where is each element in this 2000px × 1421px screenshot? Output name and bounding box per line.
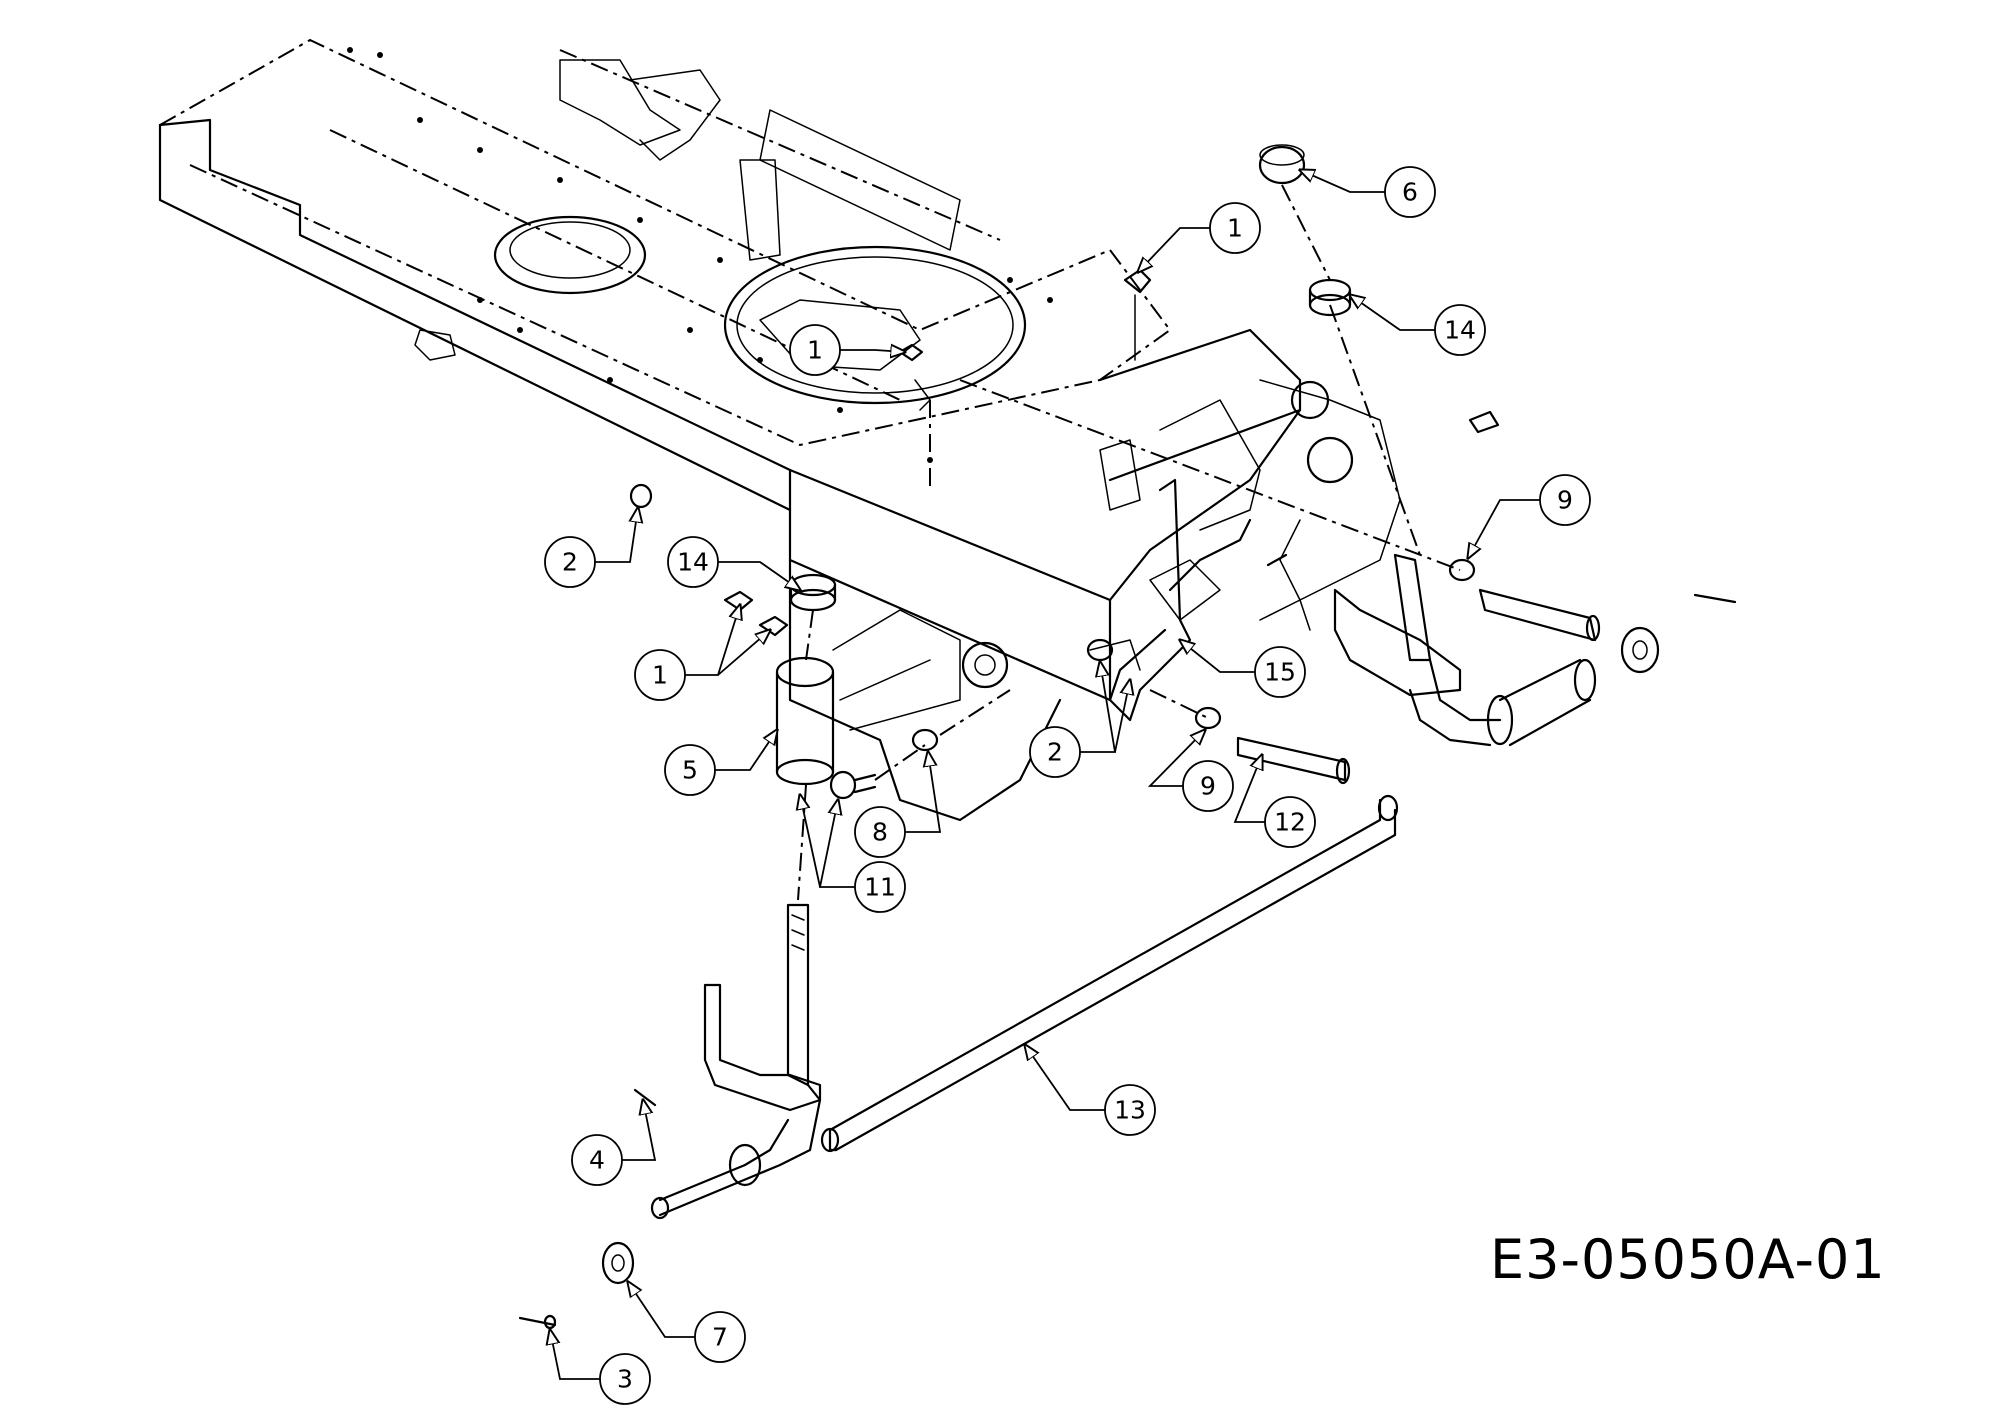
callout-9-lower-bubble [1182,760,1234,812]
callout-11-label: 11 [864,873,896,902]
hardware [518,144,1737,1330]
callout-13-label: 13 [1114,1096,1146,1125]
callout-14-right-bubble [1434,304,1486,356]
callout-7-label: 7 [712,1323,728,1352]
callout-8-bubble [854,806,906,858]
drawing-number: E3-05050A-01 [1490,1228,1886,1291]
callout-2-left-label: 2 [562,548,578,577]
callout-5-label: 5 [682,756,698,785]
callout-2-lower-label: 2 [1047,738,1063,767]
assembly-lines [797,184,1461,901]
callout-1-top-bubble [1209,202,1261,254]
callout-14-left-bubble [667,536,719,588]
callout-4-bubble [571,1134,623,1186]
steering-column [775,609,961,786]
callout-12-bubble [1264,796,1316,848]
callout-14-right-label: 14 [1444,316,1476,345]
drag-link [820,794,1399,1153]
callout-6-bubble [1384,166,1436,218]
callout-15-label: 15 [1264,658,1296,687]
callout-1-center-label: 1 [807,336,823,365]
callout-1-lower-bubble [634,649,686,701]
callout-1-center-bubble [789,324,841,376]
callout-5-bubble [664,744,716,796]
chassis-frame [158,38,1302,702]
callout-9-right-bubble [1539,474,1591,526]
callout-9-lower-label: 9 [1200,772,1216,801]
callout-6-label: 6 [1402,178,1418,207]
callout-15-bubble [1254,646,1306,698]
callout-1-lower-label: 1 [652,661,668,690]
callout-2-left-bubble [544,536,596,588]
callout-14-left-label: 14 [677,548,709,577]
callout-3-bubble [599,1353,651,1405]
callout-2-lower-bubble [1029,726,1081,778]
callout-9-right-label: 9 [1557,486,1573,515]
left-spindle [650,903,822,1220]
callout-12-label: 12 [1274,808,1306,837]
callout-13-bubble [1104,1084,1156,1136]
callout-8-label: 8 [872,818,888,847]
callout-1-top-label: 1 [1227,214,1243,243]
callouts: 1 1 1 2 2 3 4 5 6 [544,166,1591,1405]
callout-3-label: 3 [617,1365,633,1394]
callout-11-bubble [854,861,906,913]
front-axle-support [788,379,1401,822]
callout-4-label: 4 [589,1146,605,1175]
frame-holes [347,47,1053,463]
callout-7-bubble [694,1311,746,1363]
steering-arm [1108,478,1252,722]
bushing-left [789,573,837,612]
right-spindle [1333,553,1597,747]
